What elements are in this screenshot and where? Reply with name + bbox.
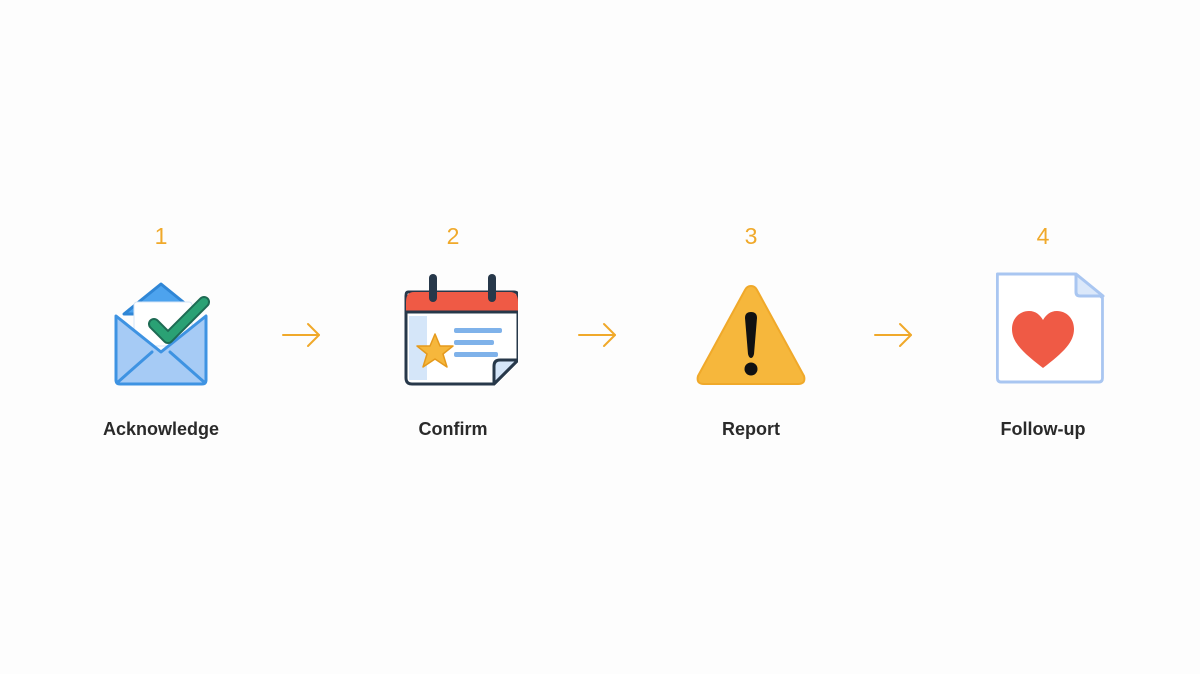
step-label: Report xyxy=(722,419,780,439)
step-number: 3 xyxy=(744,223,758,249)
step-label: Acknowledge xyxy=(102,419,220,439)
arrow-right-icon xyxy=(280,318,324,352)
step-acknowledge: 1 Acknowledge xyxy=(71,220,251,450)
step-label: Follow-up xyxy=(1000,419,1086,439)
document-heart-icon xyxy=(978,272,1108,394)
warning-triangle-icon xyxy=(686,272,816,394)
step-follow-up: 4 Follow-up xyxy=(953,220,1133,450)
step-number: 1 xyxy=(154,223,168,249)
calendar-star-icon xyxy=(388,272,518,394)
arrow-right-icon xyxy=(576,318,620,352)
arrow-right-icon xyxy=(872,318,916,352)
step-report: 3 Report xyxy=(661,220,841,450)
step-number: 2 xyxy=(446,223,460,249)
step-label: Confirm xyxy=(418,419,488,439)
envelope-check-icon xyxy=(96,272,226,394)
step-confirm: 2 xyxy=(363,220,543,450)
step-number: 4 xyxy=(1036,223,1050,249)
